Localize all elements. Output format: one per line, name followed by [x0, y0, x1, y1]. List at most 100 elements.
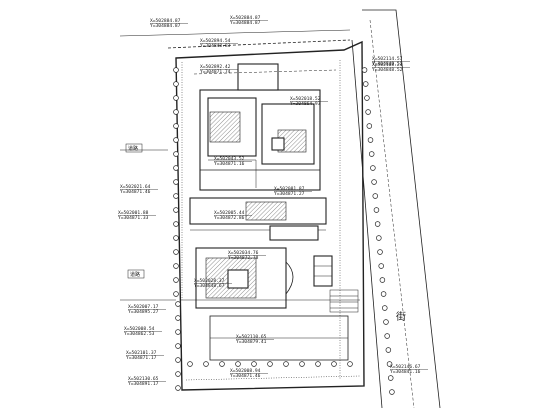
coordinate-label: X=502884.87	[150, 18, 181, 24]
coordinate-label: Y=304862.53	[124, 331, 155, 337]
tree-symbol	[380, 291, 387, 297]
coordinate-label: X=502108.21	[372, 62, 403, 68]
tree-symbol	[173, 81, 179, 87]
coordinate-label: Y=304848.52	[372, 67, 403, 73]
tree-symbol	[173, 123, 179, 129]
tree-symbol	[378, 263, 384, 269]
tree-symbol	[315, 361, 321, 367]
coordinate-label: Y=304891.17	[128, 381, 159, 387]
tree-symbol	[173, 179, 179, 185]
coordinate-label: X=502114.57	[372, 56, 403, 62]
coordinate-label: X=502894.54	[200, 38, 231, 44]
tree-symbol	[173, 193, 179, 199]
coordinate-label: X=502110.65	[236, 334, 267, 340]
coordinate-label: Y=304871.46	[230, 373, 261, 379]
tree-symbol	[219, 361, 225, 367]
road-label: 街	[396, 310, 406, 323]
site-trees	[173, 67, 353, 391]
coordinate-label: X=502043.52	[214, 156, 245, 162]
coordinate-label: X=502028.37	[194, 278, 225, 284]
coordinate-label: Y=304871.74	[200, 69, 231, 75]
coordinate-label: Y=304884.87	[150, 23, 181, 29]
tree-symbol	[175, 315, 181, 321]
tree-symbol	[367, 137, 374, 143]
tree-symbol	[267, 361, 273, 367]
tree-symbol	[365, 109, 371, 115]
tree-symbol	[377, 249, 383, 255]
tree-symbol	[387, 375, 394, 381]
site-paths	[180, 60, 361, 381]
tree-symbol	[362, 81, 369, 87]
coordinate-labels: X=502884.87Y=304884.87X=502884.87Y=30488…	[118, 15, 428, 387]
tree-symbol	[173, 137, 179, 143]
tree-symbol	[187, 361, 193, 367]
tree-symbol	[379, 277, 386, 283]
tree-symbol	[283, 361, 289, 367]
left-markers: 道路 道路	[125, 143, 145, 279]
coordinate-label: Y=304872.86	[214, 215, 245, 221]
tree-symbol	[173, 165, 179, 171]
tree-symbol	[175, 301, 181, 307]
building-middle	[189, 197, 327, 241]
coordinate-label: Y=304871.46	[120, 189, 151, 195]
coordinate-label: Y=304871.17	[126, 355, 157, 361]
tree-symbol	[173, 249, 179, 255]
tree-symbol	[372, 193, 379, 199]
tree-symbol	[173, 95, 179, 101]
coordinate-label: X=502034.76	[228, 250, 259, 256]
tree-symbol	[175, 343, 181, 349]
tree-symbol	[368, 151, 375, 157]
tree-symbol	[173, 221, 179, 227]
tree-symbol	[370, 165, 376, 171]
tree-symbol	[173, 67, 179, 73]
tree-symbol	[173, 235, 179, 241]
coordinate-label: Y=304879.41	[236, 339, 267, 345]
tree-symbol	[382, 305, 388, 311]
building-south	[195, 247, 333, 309]
coordinate-label: X=502130.65	[128, 376, 159, 382]
left-marker-2: 道路	[130, 271, 140, 278]
coordinate-label: X=502008.54	[124, 326, 155, 332]
street-right	[351, 9, 441, 409]
coordinate-label: Y=304884.87	[230, 20, 261, 26]
street-trees	[361, 67, 395, 395]
tree-symbol	[374, 221, 381, 227]
tree-symbol	[347, 361, 353, 367]
left-marker-1: 道路	[128, 145, 138, 152]
tree-symbol	[373, 207, 380, 213]
tree-symbol	[299, 361, 305, 367]
coordinate-label: Y=304849.52	[372, 61, 403, 67]
tree-symbol	[173, 109, 179, 115]
tree-symbol	[376, 235, 382, 241]
coordinate-label: Y=304871.16	[214, 161, 245, 167]
coordinate-label: X=502884.87	[230, 15, 261, 21]
tree-symbol	[173, 263, 179, 269]
coordinate-label: Y=304864.93	[290, 101, 321, 107]
tree-symbol	[389, 389, 395, 395]
tree-symbol	[361, 67, 368, 73]
tree-symbol	[331, 361, 337, 367]
tree-symbol	[385, 347, 392, 353]
tree-symbol	[203, 361, 209, 367]
tree-symbol	[175, 385, 181, 391]
coordinate-label: Y=304871.27	[274, 191, 305, 197]
coordinate-label: Y=304841.16	[390, 369, 421, 375]
coordinate-label: X=502146.67	[390, 364, 421, 370]
coordinate-label: X=502005.44	[214, 210, 245, 216]
tree-symbol	[175, 329, 181, 335]
tree-symbol	[173, 207, 179, 213]
tree-symbol	[366, 123, 373, 129]
coordinate-label: Y=304895.27	[128, 309, 159, 315]
tree-symbol	[251, 361, 257, 367]
coordinate-label: Y=304848.67	[194, 283, 225, 289]
coordinate-label: X=502101.37	[126, 350, 157, 356]
coordinate-label: X=502007.17	[128, 304, 159, 310]
coordinate-label: Y=304872.78	[228, 255, 259, 261]
tree-symbol	[384, 333, 390, 339]
tree-symbol	[383, 319, 389, 325]
coordinate-label: X=502081.87	[274, 186, 305, 192]
coordinate-label: Y=304848.83	[200, 43, 231, 49]
coordinate-label: X=502008.94	[230, 368, 261, 374]
coordinate-label: X=502018.52	[290, 96, 321, 102]
